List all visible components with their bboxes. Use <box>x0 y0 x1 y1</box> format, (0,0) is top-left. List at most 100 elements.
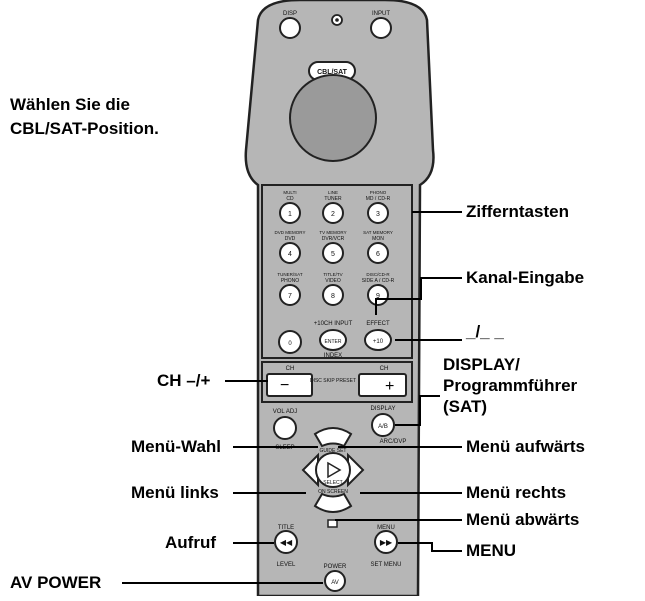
enter-sub-label: INDEX <box>324 353 342 359</box>
key-0[interactable] <box>278 330 302 354</box>
rewind-icon: ◀◀ <box>280 538 293 547</box>
key-5-top-label: TV MEMORY <box>319 230 346 235</box>
callout-av-power: AV POWER <box>10 573 102 592</box>
callout-dash: _/_ _ <box>466 322 504 341</box>
plus10-top-label: EFFECT <box>366 321 390 327</box>
ch-plus-sign: + <box>385 378 394 395</box>
callout-ch: CH –/+ <box>157 371 211 390</box>
line-display <box>395 395 440 426</box>
callout-menu: MENU <box>466 541 517 560</box>
line-kanal <box>375 277 462 315</box>
key-4-label: 4 <box>288 251 292 258</box>
level-label: LEVEL <box>277 562 296 568</box>
jog-dial[interactable] <box>289 74 377 162</box>
callout-menu-auf: Menü aufwärts <box>466 437 586 456</box>
key-6-top-label: SAT MEMORY <box>363 230 393 235</box>
key-1-sub-label: CD <box>286 196 294 202</box>
key-1[interactable] <box>279 202 301 224</box>
callout-aufruf: Aufruf <box>165 533 216 552</box>
key-2-label: 2 <box>331 211 335 218</box>
input-button[interactable] <box>370 17 392 39</box>
callout-menu-rechts: Menü rechts <box>466 483 567 502</box>
plus10-button[interactable] <box>364 329 392 351</box>
guide-label: GUIDE SET <box>320 448 347 454</box>
enter-button[interactable] <box>319 329 347 351</box>
key-8-label: 8 <box>331 293 335 300</box>
ch-minus-sign: − <box>280 377 289 394</box>
key-3-top-label: PHONO <box>370 190 387 195</box>
key-4-top-label: DVD MEMORY <box>275 230 306 235</box>
key-8-sub-label: VIDEO <box>325 278 341 284</box>
stop-icon <box>327 519 338 528</box>
callout-menu-wahl: Menü-Wahl <box>131 437 222 456</box>
play-icon <box>327 461 342 479</box>
input-label: INPUT <box>372 11 390 17</box>
callout-display-2: Programmführer <box>443 376 578 395</box>
key-9-sub-label: SIDE A / CD-R <box>362 278 395 284</box>
key-2-top-label: LINE <box>328 190 338 195</box>
plus10-button-label: +10 <box>373 339 384 345</box>
key-6-sub-label: MON <box>372 236 384 242</box>
ch-minus-top: CH <box>286 366 295 372</box>
enter-top-label: +10CH INPUT <box>314 321 353 327</box>
menu-button[interactable] <box>374 530 398 554</box>
key-4-sub-label: DVD <box>285 236 296 242</box>
key-5-sub-label: DVR/VCR <box>322 236 345 242</box>
key-7-top-label: TUNER/SAT <box>277 272 302 277</box>
key-9-top-label: DISC/CD-R <box>366 272 390 277</box>
line-menu <box>398 542 462 552</box>
key-7[interactable] <box>279 284 301 306</box>
key-8[interactable] <box>322 284 344 306</box>
key-6[interactable] <box>367 242 389 264</box>
key-0-label: 0 <box>288 341 292 347</box>
callout-menu-links: Menü links <box>131 483 219 502</box>
display-top-label: DISPLAY <box>371 406 396 412</box>
select-label: SELECT <box>323 480 342 486</box>
display-sub-label: ARC/DVP <box>380 439 407 445</box>
key-4[interactable] <box>279 242 301 264</box>
disp-label: DISP <box>283 11 297 17</box>
menu-up-button[interactable] <box>313 427 353 448</box>
key-3-label: 3 <box>376 211 380 218</box>
key-6-label: 6 <box>376 251 380 258</box>
callout-display-1: DISPLAY/ <box>443 355 520 374</box>
keypad-frame <box>261 184 413 359</box>
callout-ziffern: Zifferntasten <box>466 202 569 221</box>
disp-button[interactable] <box>279 17 301 39</box>
ch-mid-label: DISC SKIP PRESET <box>310 378 356 384</box>
callout-kanal: Kanal-Eingabe <box>466 268 585 287</box>
vol-top-label: VOL ADJ <box>273 409 297 415</box>
display-button[interactable] <box>371 413 395 437</box>
key-8-top-label: TITLE/TV <box>323 272 342 277</box>
set-menu-label: SET MENU <box>371 562 402 568</box>
key-2[interactable] <box>322 202 344 224</box>
enter-button-label: ENTER <box>325 339 342 345</box>
vol-button[interactable] <box>273 416 297 440</box>
ch-plus-button[interactable] <box>358 373 407 397</box>
menu-down-button[interactable] <box>313 492 353 513</box>
ch-plus-top: CH <box>380 366 389 372</box>
fast-forward-icon: ▶▶ <box>380 538 393 547</box>
title-label: TITLE <box>278 525 294 531</box>
key-1-label: 1 <box>288 211 292 218</box>
display-button-label: A/B <box>378 424 388 430</box>
indicator-dot <box>335 18 339 22</box>
key-5-label: 5 <box>331 251 335 258</box>
key-7-label: 7 <box>288 293 292 300</box>
ch-minus-button[interactable] <box>266 373 313 397</box>
key-1-top-label: MULTI <box>283 190 296 195</box>
instruction-line-2: CBL/SAT-Position. <box>10 119 159 138</box>
callout-display-3: (SAT) <box>443 397 488 416</box>
recall-button[interactable] <box>274 530 298 554</box>
cbl-sat-selector-label: CBL/SAT <box>317 69 348 76</box>
key-3-sub-label: MD / CD-R <box>366 196 391 202</box>
key-3[interactable] <box>367 202 389 224</box>
callout-menu-ab: Menü abwärts <box>466 510 580 529</box>
key-5[interactable] <box>322 242 344 264</box>
select-button[interactable] <box>315 452 351 488</box>
av-power-button[interactable] <box>324 570 346 592</box>
callout-lines <box>122 211 462 584</box>
